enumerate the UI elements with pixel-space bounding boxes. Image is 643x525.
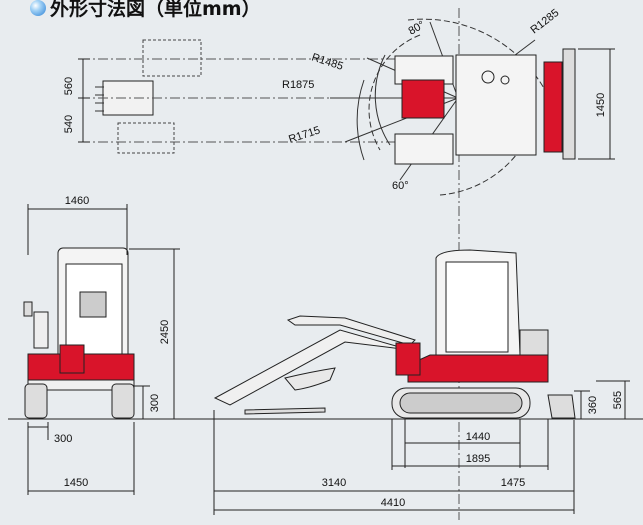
label-60deg: 60° bbox=[392, 180, 409, 192]
label-80deg: 80° bbox=[407, 19, 427, 38]
dim-2450: 2450 bbox=[159, 320, 171, 344]
dim-300-height: 300 bbox=[149, 394, 161, 412]
dim-1895: 1895 bbox=[466, 453, 490, 465]
dim-300-width: 300 bbox=[54, 433, 72, 445]
side-view-labels: 1440 1895 3140 1475 4410 360 565 bbox=[322, 391, 624, 509]
title-text: 外形寸法図（単位mm） bbox=[50, 0, 261, 20]
dim-1460: 1460 bbox=[65, 195, 89, 207]
label-r1715: R1715 bbox=[287, 124, 322, 145]
dim-1450-front: 1450 bbox=[64, 477, 88, 489]
label-r1285: R1285 bbox=[528, 7, 561, 36]
bucket-top bbox=[102, 80, 154, 116]
label-r1485: R1485 bbox=[310, 51, 345, 72]
label-r1875: R1875 bbox=[282, 79, 314, 91]
bullet-icon bbox=[30, 0, 46, 16]
top-view bbox=[78, 8, 615, 520]
dim-1440: 1440 bbox=[466, 431, 490, 443]
front-view-labels: 1460 2450 300 300 1450 bbox=[54, 195, 171, 489]
title: 外形寸法図（単位mm） bbox=[30, 0, 261, 21]
dim-565: 565 bbox=[612, 391, 624, 409]
front-view bbox=[8, 204, 643, 495]
side-view bbox=[213, 249, 630, 515]
dim-360: 360 bbox=[587, 396, 599, 414]
dim-3140: 3140 bbox=[322, 477, 346, 489]
dim-540: 540 bbox=[63, 115, 75, 133]
dim-4410: 4410 bbox=[381, 497, 405, 509]
dim-1475: 1475 bbox=[501, 477, 525, 489]
dim-1450-top: 1450 bbox=[595, 93, 607, 117]
dim-560: 560 bbox=[63, 77, 75, 95]
